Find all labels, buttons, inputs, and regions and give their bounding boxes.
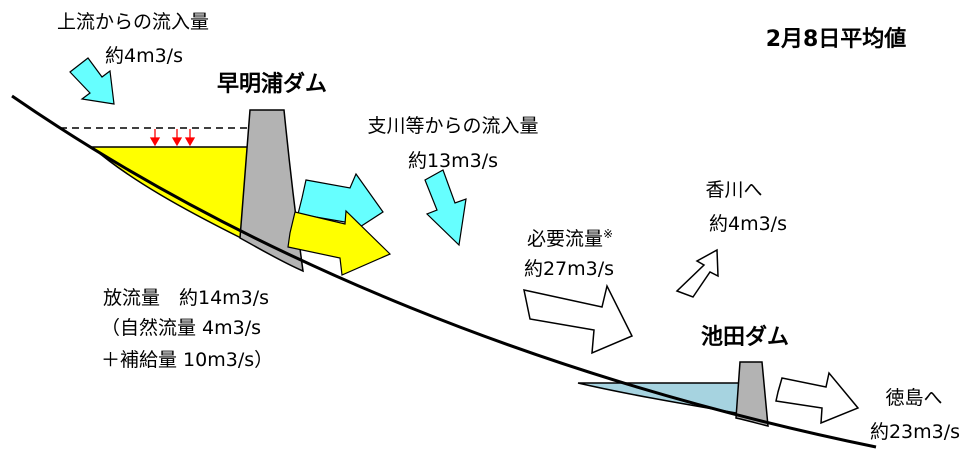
- drawdown-arrows: [149, 129, 196, 147]
- tokushima-value: 約23m3/s: [870, 421, 960, 443]
- tributary-inflow-value: 約13m3/s: [408, 150, 498, 172]
- kagawa-arrow: [675, 248, 719, 298]
- kagawa-value: 約4m3/s: [709, 213, 787, 235]
- release-line-1: 放流量 約14m3/s: [103, 287, 269, 309]
- release-line-2: （自然流量 4m3/s: [101, 317, 261, 339]
- release-arrow: [287, 209, 392, 276]
- upstream-inflow-arrow: [69, 57, 115, 105]
- tributary-inflow-arrow: [424, 169, 467, 247]
- required-flow-arrow: [523, 283, 634, 355]
- riverbed-line: [11, 94, 877, 449]
- upstream-inflow-label: 上流からの流入量: [57, 11, 209, 33]
- kagawa-label: 香川へ: [705, 179, 762, 201]
- required-flow-label: 必要流量※: [527, 227, 613, 250]
- release-line-3: ＋補給量 10m3/s）: [101, 349, 273, 371]
- diagram-title: 2月8日平均値: [766, 26, 907, 52]
- tributary-inflow-label: 支川等からの流入量: [367, 115, 538, 137]
- sameura-dam-name: 早明浦ダム: [217, 71, 327, 97]
- ikeda-dam: [735, 361, 769, 427]
- upstream-inflow-value: 約4m3/s: [105, 45, 183, 67]
- required-flow-value: 約27m3/s: [524, 258, 614, 280]
- tokushima-label: 徳島へ: [885, 387, 942, 409]
- tokushima-arrow: [775, 371, 860, 425]
- ikeda-dam-name: 池田ダム: [701, 324, 789, 350]
